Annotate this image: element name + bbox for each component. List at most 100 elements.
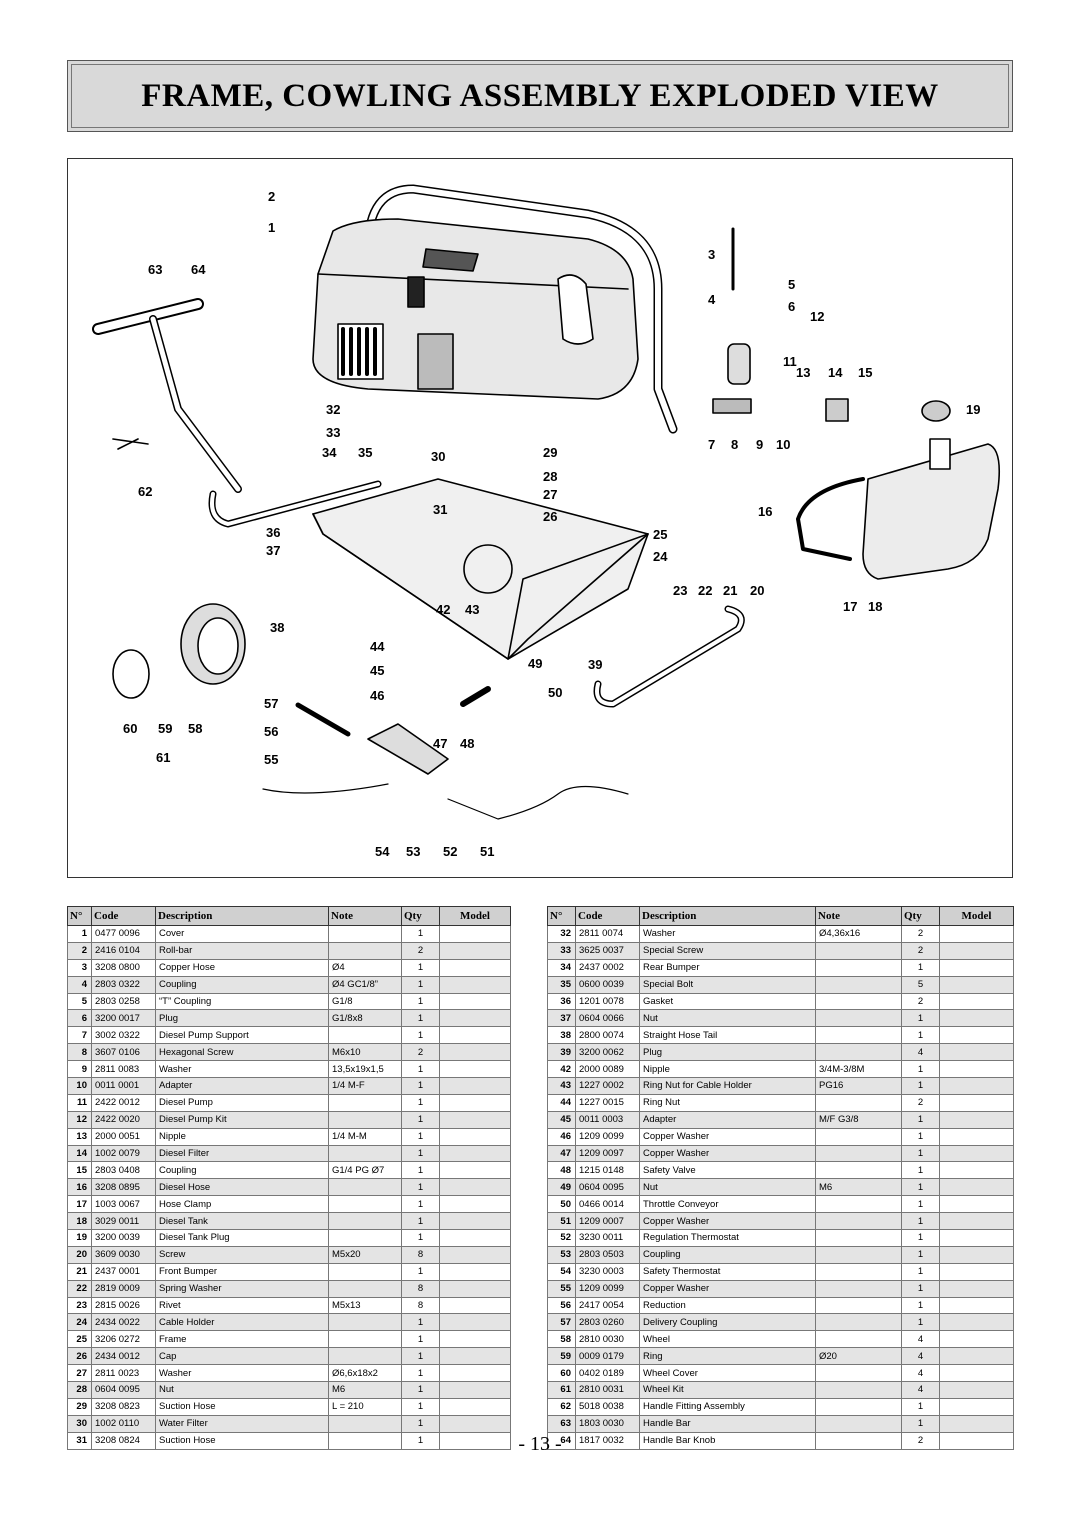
cell-code: 2815 0026	[91, 1296, 156, 1315]
cell-description: Adapter	[155, 1077, 329, 1095]
cell-code: 1209 0099	[575, 1279, 640, 1298]
cell-note: Ø4	[328, 958, 402, 977]
cell-qty: 1	[901, 1279, 940, 1298]
cell-no: 28	[67, 1381, 92, 1399]
callout-label: 20	[750, 583, 764, 598]
cell-model	[439, 1043, 511, 1062]
cell-model	[939, 1009, 1014, 1028]
cell-code: 2422 0020	[91, 1110, 156, 1129]
page-title: FRAME, COWLING ASSEMBLY EXPLODED VIEW	[141, 77, 939, 114]
rear-bumper-shape	[593, 605, 745, 708]
callout-label: 17	[843, 599, 857, 614]
cell-note: M6	[328, 1381, 402, 1399]
cell-model	[939, 925, 1014, 943]
cell-note	[328, 1212, 402, 1231]
cell-model	[939, 1110, 1014, 1129]
cell-description: Diesel Hose	[155, 1178, 329, 1197]
cell-note	[328, 1262, 402, 1281]
callout-label: 24	[653, 549, 668, 564]
cell-qty: 1	[401, 1026, 440, 1045]
callout-label: 57	[264, 696, 278, 711]
cell-no: 25	[67, 1330, 92, 1349]
cell-model	[439, 992, 511, 1011]
callout-label: 32	[326, 402, 340, 417]
cell-description: Special Screw	[639, 941, 816, 960]
cell-qty: 1	[401, 1330, 440, 1349]
cell-description: “T” Coupling	[155, 992, 329, 1011]
cell-description: Water Filter	[155, 1414, 329, 1433]
cell-model	[439, 1279, 511, 1298]
cell-qty: 1	[401, 1110, 440, 1129]
cell-qty: 1	[401, 1347, 440, 1366]
cell-model	[439, 1414, 511, 1433]
callout-label: 6	[788, 299, 795, 314]
cell-no: 57	[547, 1313, 576, 1332]
cell-model	[439, 1144, 511, 1163]
col-header-no: N°	[67, 906, 92, 926]
cell-note: 3/4M-3/8M	[815, 1060, 902, 1079]
cell-qty: 1	[401, 1229, 440, 1247]
cell-qty: 4	[901, 1330, 940, 1349]
cell-model	[939, 1431, 1014, 1450]
cell-description: Plug	[155, 1009, 329, 1028]
callout-label: 5	[788, 277, 795, 292]
cell-code: 0009 0179	[575, 1347, 640, 1366]
callout-label: 42	[436, 602, 450, 617]
cell-model	[939, 1212, 1014, 1231]
cell-code: 2434 0022	[91, 1313, 156, 1332]
callout-label: 63	[148, 262, 162, 277]
cell-description: Nipple	[639, 1060, 816, 1079]
cell-model	[439, 1161, 511, 1180]
callout-label: 37	[266, 543, 280, 558]
cell-description: Diesel Tank	[155, 1212, 329, 1231]
cell-description: Hexagonal Screw	[155, 1043, 329, 1062]
cell-note: PG16	[815, 1077, 902, 1095]
col-header-code: Code	[91, 906, 156, 926]
callout-label: 48	[460, 736, 474, 751]
cell-code: 2417 0054	[575, 1296, 640, 1315]
cell-description: Coupling	[639, 1245, 816, 1264]
cell-code: 1002 0079	[91, 1144, 156, 1163]
cell-qty: 1	[401, 975, 440, 994]
cell-note: M5x13	[328, 1296, 402, 1315]
cell-note: L = 210	[328, 1397, 402, 1416]
callout-label: 34	[322, 445, 337, 460]
callout-label: 14	[828, 365, 843, 380]
cell-qty: 1	[401, 1093, 440, 1112]
cell-no: 62	[547, 1397, 576, 1416]
cell-model	[439, 1060, 511, 1079]
cell-note	[815, 1364, 902, 1383]
cell-code: 0477 0096	[91, 925, 156, 943]
cell-no: 59	[547, 1347, 576, 1366]
cell-model	[439, 1195, 511, 1214]
cell-model	[939, 992, 1014, 1011]
cell-model	[439, 958, 511, 977]
cell-note: G1/8	[328, 992, 402, 1011]
cell-model	[439, 1178, 511, 1197]
callout-label: 39	[588, 657, 602, 672]
cell-note	[815, 1296, 902, 1315]
cell-description: Special Bolt	[639, 975, 816, 994]
cell-description: Diesel Pump Support	[155, 1026, 329, 1045]
cell-code: 0466 0014	[575, 1195, 640, 1214]
cell-description: Coupling	[155, 975, 329, 994]
cell-description: Delivery Coupling	[639, 1313, 816, 1332]
callout-label: 61	[156, 750, 170, 765]
cell-description: Diesel Filter	[155, 1144, 329, 1163]
cell-model	[439, 925, 511, 943]
cell-no: 51	[547, 1212, 576, 1231]
cell-note: M6x10	[328, 1043, 402, 1062]
